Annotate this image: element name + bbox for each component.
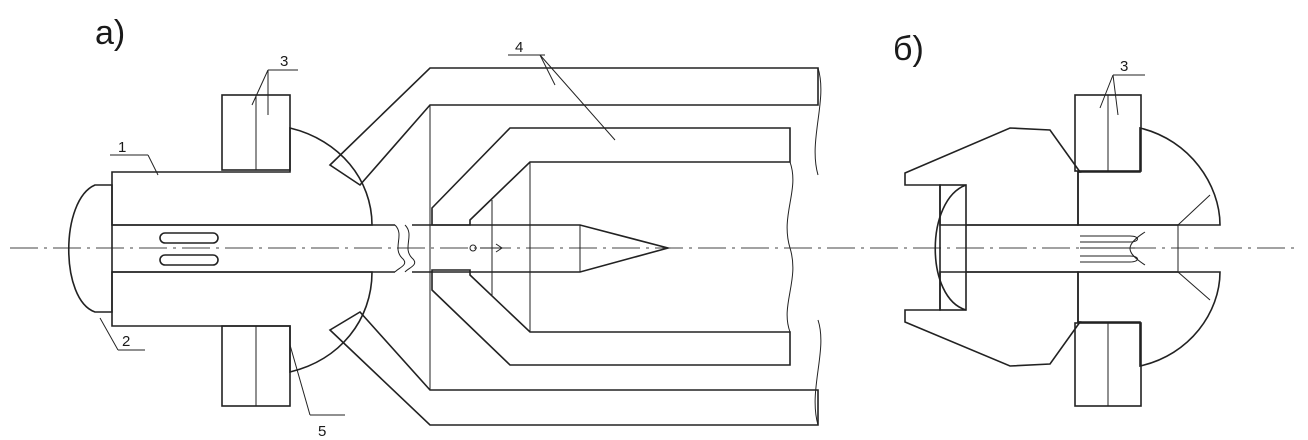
cone-body-top <box>904 127 1082 226</box>
casing-outer-top <box>328 67 819 187</box>
body-part-1-top <box>111 126 373 226</box>
panel-b-drawing <box>904 94 1221 407</box>
leader-lines <box>99 54 1145 416</box>
callout-3-a: 3 <box>280 53 288 70</box>
dome-body-top <box>1077 126 1221 226</box>
inner-cup-top <box>431 127 791 226</box>
panel-a-drawing <box>67 67 822 426</box>
cone-body-bottom <box>904 271 1082 367</box>
callout-2: 2 <box>122 333 130 350</box>
pin-tip <box>412 224 672 273</box>
casing-outer-bottom <box>328 310 819 426</box>
callout-1: 1 <box>118 139 126 156</box>
head-cap-2 <box>67 184 113 313</box>
callout-5: 5 <box>318 423 326 440</box>
callout-4: 4 <box>515 39 523 56</box>
inner-cup-bottom <box>431 269 791 366</box>
callout-3-b: 3 <box>1120 58 1128 75</box>
body-part-1-bottom <box>111 271 373 374</box>
panel-label-b: б) <box>893 30 924 68</box>
dome-body-bottom <box>1077 271 1221 367</box>
panel-label-a: а) <box>95 14 125 52</box>
